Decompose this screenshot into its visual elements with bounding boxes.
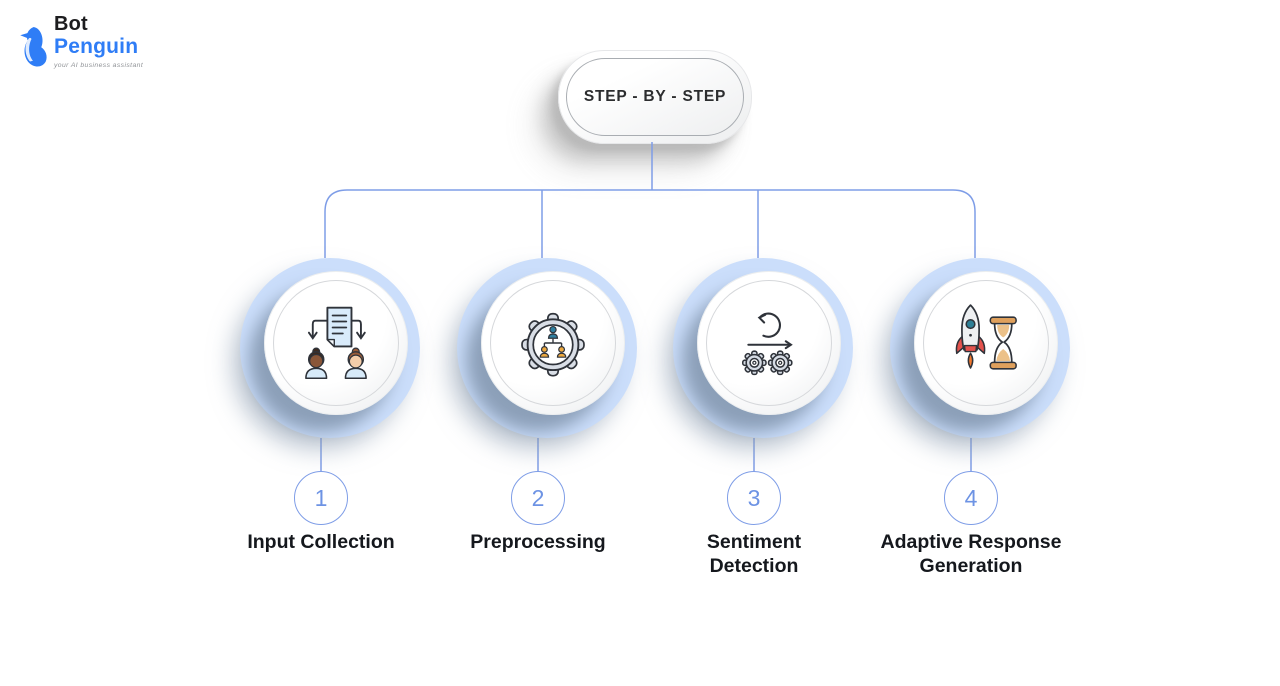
banner-title: STEP - BY - STEP — [583, 88, 727, 105]
step-1-circle — [240, 258, 420, 438]
brand-name-bottom: Penguin — [54, 35, 139, 58]
botpenguin-logo: Bot Penguin your AI business assistant — [18, 14, 143, 72]
step-2-number-text: 2 — [531, 484, 545, 511]
step-4-number-text: 4 — [964, 484, 978, 511]
step-4-disc — [914, 271, 1058, 415]
iteration-loop-gears-icon — [741, 312, 793, 376]
step-4-circle — [890, 258, 1070, 438]
rocket-hourglass-icon — [955, 304, 1017, 370]
step-3-disc — [697, 271, 841, 415]
step-1-number-text: 1 — [314, 484, 328, 511]
document-distribution-icon — [305, 306, 367, 380]
step-3-number: 3 — [727, 471, 781, 525]
step-4-number: 4 — [944, 471, 998, 525]
step-3-label: Sentiment Detection — [706, 531, 802, 578]
step-2-label: Preprocessing — [470, 531, 606, 553]
gear-team-icon — [521, 312, 585, 377]
step-1-label: Input Collection — [247, 531, 395, 553]
step-4-label: Adaptive Response Generation — [880, 531, 1062, 578]
brand-tagline: your AI business assistant — [54, 62, 144, 69]
step-1-number: 1 — [294, 471, 348, 525]
step-1-disc — [264, 271, 408, 415]
step-2-number: 2 — [511, 471, 565, 525]
penguin-icon — [20, 27, 47, 67]
step-3-number-text: 3 — [747, 484, 761, 511]
brand-name-top: Bot — [54, 13, 88, 35]
step-3-circle — [673, 258, 853, 438]
step-2-disc — [481, 271, 625, 415]
step-by-step-banner: STEP - BY - STEP — [558, 50, 752, 144]
step-2-circle — [457, 258, 637, 438]
